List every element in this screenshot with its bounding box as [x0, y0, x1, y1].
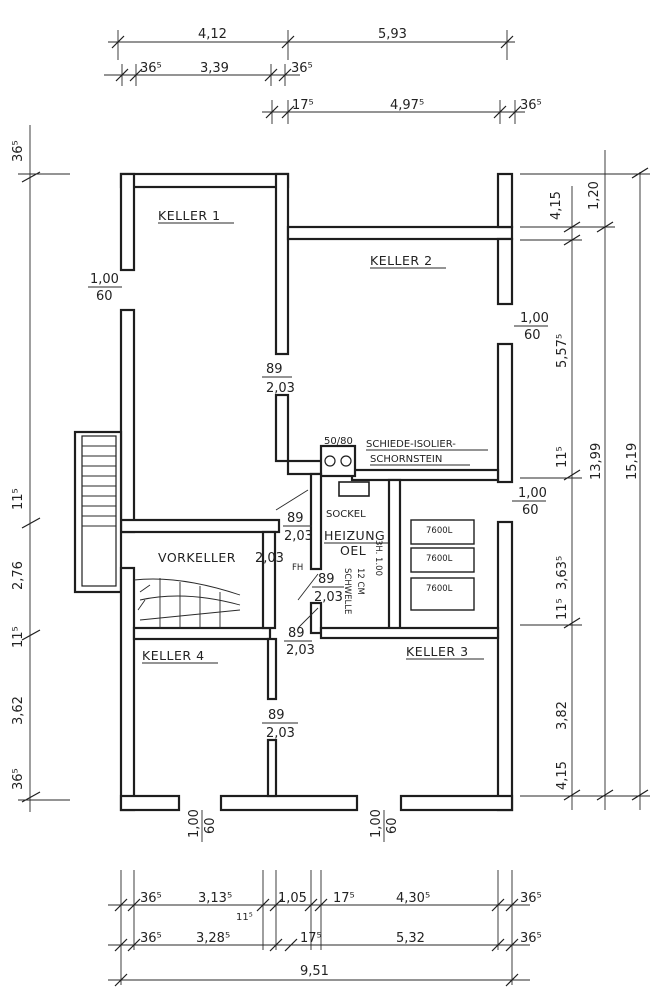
- win-bottom-right-top: 1,00: [369, 809, 384, 838]
- win-bottom-left-top: 1,00: [187, 809, 202, 838]
- label-chimney-2: SCHORNSTEIN: [370, 454, 442, 465]
- right-dimensions: 4,15 1,20 5,57⁵ 11⁵ 3,63⁵ 11⁵ 3,82 4,15 …: [520, 150, 650, 810]
- top-dimensions: 4,12 5,93 36⁵ 3,39 36⁵ 17⁵ 4,97⁵ 36⁵: [104, 27, 542, 124]
- dim-bot-532: 5,32: [396, 931, 425, 946]
- dim-bot-4305: 4,30⁵: [396, 891, 430, 906]
- label-schwelle-1: SCHWELLE: [342, 568, 352, 614]
- dim-top-365a: 36⁵: [140, 61, 162, 76]
- door-k3-top: 89: [288, 626, 305, 641]
- dim-bot-365d: 36⁵: [520, 931, 542, 946]
- door-vk1-bot: 2,03: [284, 529, 313, 544]
- tank-3-label: 7600L: [426, 584, 453, 594]
- dim-right-1519: 15,19: [625, 443, 640, 480]
- room-labels: KELLER 1 KELLER 2 KELLER 3 KELLER 4 VORK…: [142, 208, 488, 664]
- dim-bot-105: 1,05: [278, 891, 307, 906]
- dim-bot-365b: 36⁵: [520, 891, 542, 906]
- dim-bot-3285: 3,28⁵: [196, 931, 230, 946]
- label-fh: FH: [292, 563, 303, 573]
- dim-left-365a: 36⁵: [11, 140, 26, 162]
- room-vorkeller[interactable]: VORKELLER: [158, 550, 236, 565]
- dim-top-175: 17⁵: [292, 98, 314, 113]
- room-oel[interactable]: OEL: [340, 543, 366, 558]
- left-dimensions: 36⁵ 11⁵ 2,76 11⁵ 3,62 36⁵: [11, 125, 70, 812]
- door-vk1-top: 89: [287, 511, 304, 526]
- outer-stair[interactable]: [81, 435, 117, 587]
- door-k4-bot: 2,03: [266, 726, 295, 741]
- label-chimney-size: 50/80: [324, 436, 353, 447]
- dim-bot-total: 9,51: [300, 964, 329, 979]
- label-schwelle-3: 3H. 1.00: [373, 540, 383, 576]
- dim-right-120: 1,20: [587, 181, 602, 210]
- dim-top-365c: 36⁵: [520, 98, 542, 113]
- room-keller-3[interactable]: KELLER 3: [406, 644, 469, 659]
- dim-bot-175b: 17⁵: [300, 931, 322, 946]
- door-oel-top: 89: [318, 572, 335, 587]
- oil-tanks: 7600L 7600L 7600L: [410, 519, 475, 611]
- dim-right-415a: 4,15: [549, 191, 564, 220]
- door-swings: [275, 489, 319, 629]
- dim-bot-175a: 17⁵: [333, 891, 355, 906]
- sockel-box: [338, 481, 370, 497]
- inner-stair[interactable]: [133, 578, 241, 628]
- dim-right-115b: 11⁵: [555, 598, 570, 620]
- dim-bot-115: 11⁵: [236, 912, 253, 923]
- dim-left-365b: 36⁵: [11, 768, 26, 790]
- label-sockel: SOCKEL: [326, 509, 366, 520]
- dim-left-362: 3,62: [11, 696, 26, 725]
- dim-top-365b: 36⁵: [291, 61, 313, 76]
- opening-labels: 1,00 60 89 2,03 1,00 60 1,00 60 89 2,03 …: [88, 272, 549, 842]
- door-oel-bot: 2,03: [314, 590, 343, 605]
- label-schwelle-2: 12 CM: [355, 568, 365, 595]
- room-heizung[interactable]: HEIZUNG: [324, 528, 385, 543]
- bottom-dimensions: 36⁵ 3,13⁵ 1,05 17⁵ 4,30⁵ 36⁵ 11⁵ 36⁵ 3,2…: [108, 870, 542, 987]
- dim-top-4975: 4,97⁵: [390, 98, 424, 113]
- win-bottom-left-bot: 60: [203, 817, 218, 834]
- room-keller-1[interactable]: KELLER 1: [158, 208, 221, 223]
- label-chimney-1: SCHIEDE-ISOLIER-: [366, 439, 456, 450]
- win-left-top: 1,00: [90, 272, 119, 287]
- door-k4-top: 89: [268, 708, 285, 723]
- room-keller-4[interactable]: KELLER 4: [142, 648, 205, 663]
- room-keller-2[interactable]: KELLER 2: [370, 253, 433, 268]
- dim-top-339: 3,39: [200, 61, 229, 76]
- dim-right-1399: 13,99: [589, 443, 604, 480]
- dim-left-276: 2,76: [11, 561, 26, 590]
- door-vk2-bot: 2,03: [255, 551, 284, 566]
- win-k2-top: 1,00: [520, 311, 549, 326]
- dim-top-593: 5,93: [378, 27, 407, 42]
- door-k1-bot: 2,03: [266, 381, 295, 396]
- win-oel-bot: 60: [522, 503, 539, 518]
- dim-bot-365a: 36⁵: [140, 891, 162, 906]
- win-oel-top: 1,00: [518, 486, 547, 501]
- dim-bot-3135: 3,13⁵: [198, 891, 232, 906]
- dim-bot-365c: 36⁵: [140, 931, 162, 946]
- dim-left-115b: 11⁵: [11, 626, 26, 648]
- win-bottom-right-bot: 60: [385, 817, 400, 834]
- dim-right-5575: 5,57⁵: [555, 334, 570, 368]
- door-k1-top: 89: [266, 362, 283, 377]
- win-k2-bot: 60: [524, 328, 541, 343]
- dim-right-115a: 11⁵: [555, 446, 570, 468]
- win-left-bot: 60: [96, 289, 113, 304]
- dim-right-3635: 3,63⁵: [555, 556, 570, 590]
- dim-top-412: 4,12: [198, 27, 227, 42]
- walls: [73, 172, 514, 812]
- tank-2-label: 7600L: [426, 554, 453, 564]
- dim-right-382: 3,82: [555, 701, 570, 730]
- door-k3-bot: 2,03: [286, 643, 315, 658]
- dim-left-115a: 11⁵: [11, 488, 26, 510]
- tank-1-label: 7600L: [426, 526, 453, 536]
- dim-right-415b: 4,15: [555, 761, 570, 790]
